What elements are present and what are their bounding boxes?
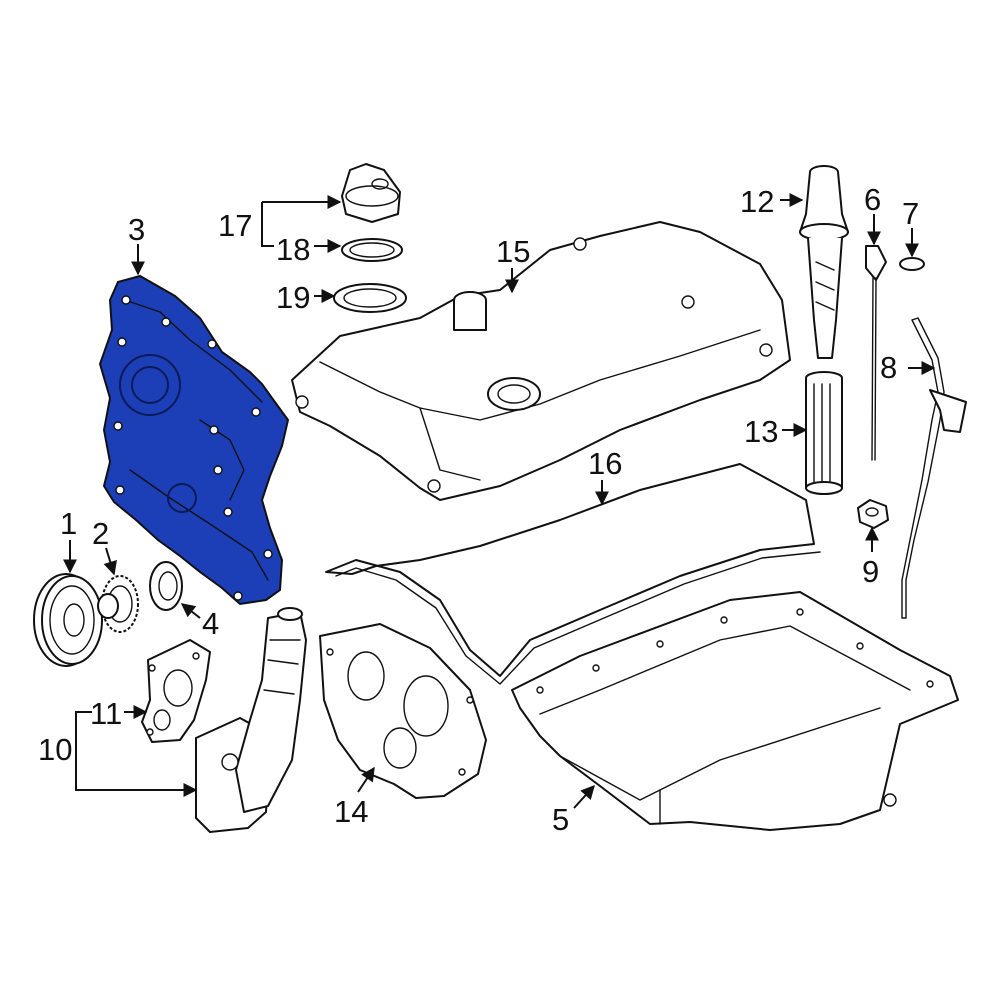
callout-6[interactable]: 6 (864, 182, 881, 217)
o-ring-part[interactable] (899, 257, 925, 271)
callout-10[interactable]: 10 (38, 732, 72, 767)
grommet-part[interactable] (857, 499, 889, 529)
oil-filler-cap-part[interactable] (341, 163, 401, 223)
oil-pan-part[interactable] (511, 591, 959, 831)
callout-17[interactable]: 17 (218, 208, 252, 243)
callout-11[interactable]: 11 (90, 696, 122, 731)
crankshaft-pulley-part[interactable] (33, 573, 103, 667)
oil-filter-housing-part[interactable] (195, 607, 307, 833)
filter-housing-gasket-part[interactable] (141, 639, 211, 743)
dipstick-part[interactable] (865, 245, 887, 461)
dipstick-tube-part[interactable] (901, 317, 967, 619)
callout-14[interactable]: 14 (334, 794, 368, 829)
callout-13[interactable]: 13 (744, 414, 778, 449)
seal-part[interactable] (149, 561, 183, 611)
callout-5[interactable]: 5 (552, 802, 569, 837)
callout-9[interactable]: 9 (862, 554, 879, 589)
callout-8[interactable]: 8 (880, 350, 897, 385)
leader-lines (63, 193, 936, 809)
valve-cover-part[interactable] (291, 221, 791, 501)
callout-7[interactable]: 7 (902, 196, 919, 231)
callout-19[interactable]: 19 (276, 280, 310, 315)
callout-1[interactable]: 1 (60, 506, 77, 541)
callout-3[interactable]: 3 (128, 212, 145, 247)
sprocket-part[interactable] (97, 575, 139, 633)
callout-16[interactable]: 16 (588, 446, 622, 481)
filler-neck-seal-part[interactable] (333, 283, 407, 313)
callout-2[interactable]: 2 (92, 516, 109, 551)
callout-15[interactable]: 15 (496, 234, 530, 269)
front-plate-part[interactable] (319, 623, 487, 799)
callout-4[interactable]: 4 (202, 606, 219, 641)
timing-cover-part[interactable] (98, 274, 290, 606)
callout-labels: 1 2 3 4 5 6 7 8 9 10 11 12 13 14 15 16 1… (38, 182, 919, 837)
oil-filter-element-part[interactable] (805, 371, 843, 495)
callout-12[interactable]: 12 (740, 184, 774, 219)
filler-cap-seal-part[interactable] (341, 238, 403, 262)
callout-18[interactable]: 18 (276, 232, 310, 267)
valve-cover-gasket-part[interactable] (325, 463, 821, 685)
oil-filter-cap-part[interactable] (799, 165, 849, 359)
